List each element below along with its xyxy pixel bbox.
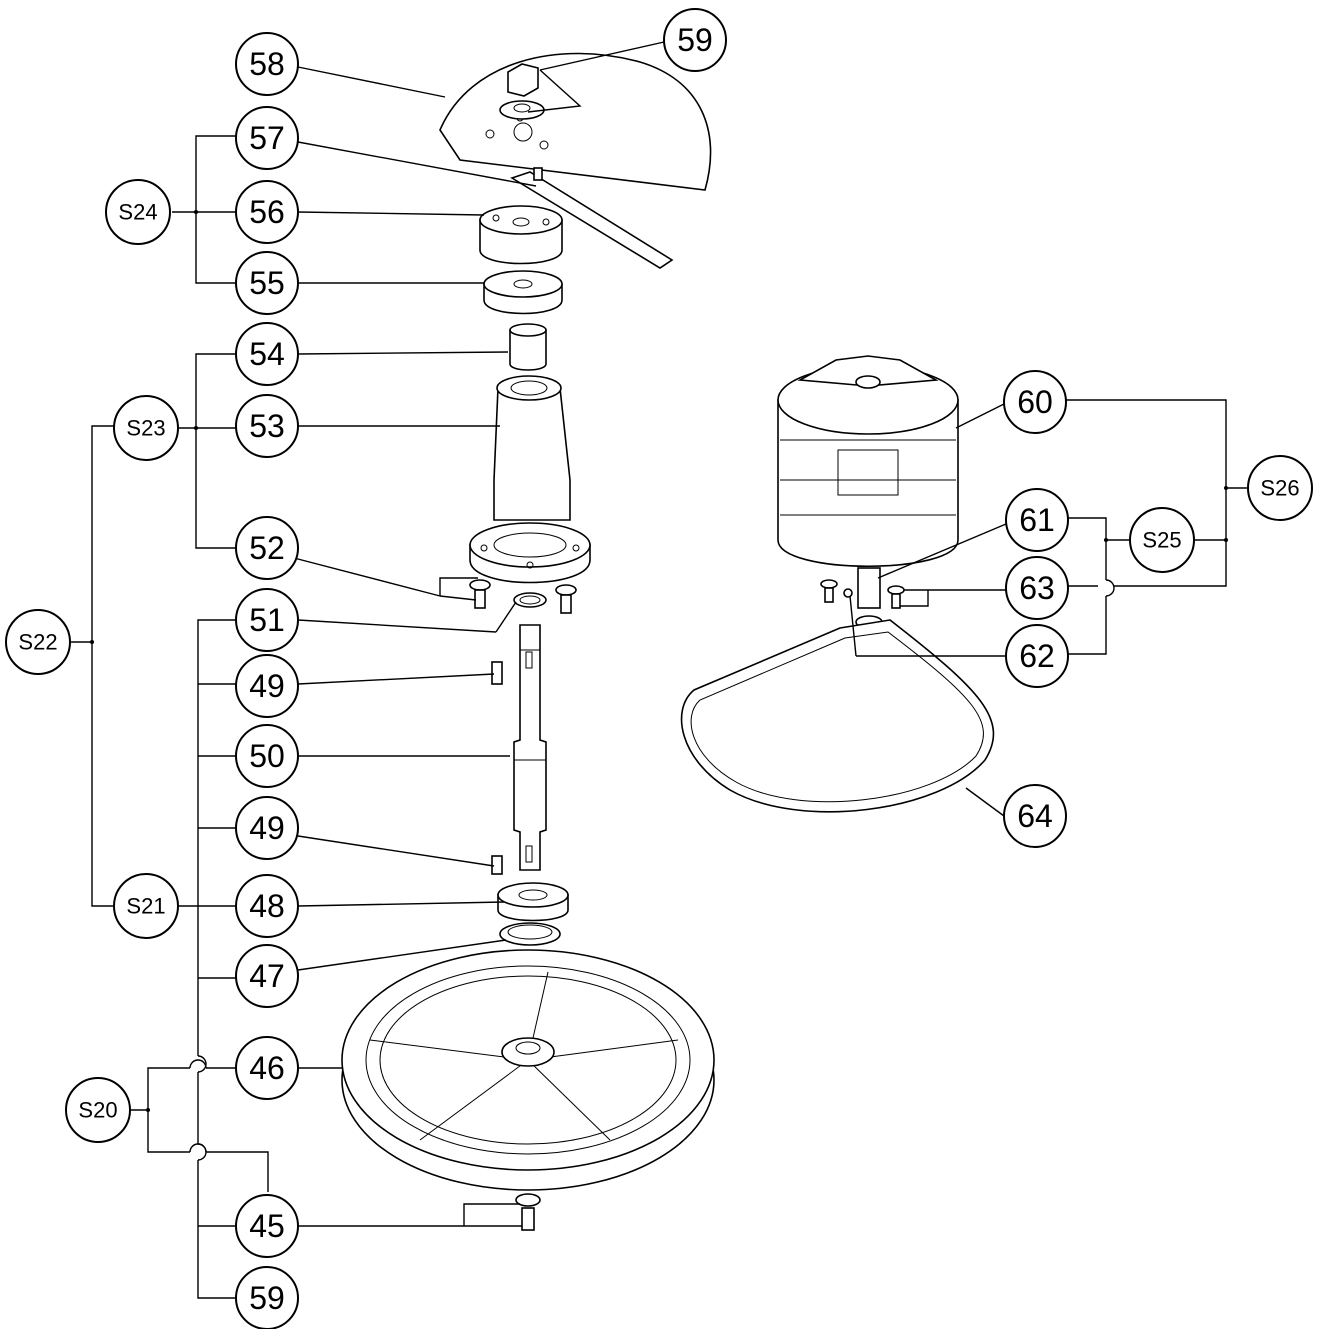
- callout-58: 58: [235, 32, 299, 96]
- callout-57: 57: [235, 106, 299, 170]
- subassembly-s20: S20: [65, 1077, 131, 1143]
- subassembly-s25: S25: [1129, 507, 1195, 573]
- callout-51-label: 51: [249, 602, 285, 638]
- subassembly-s22: S22: [5, 609, 71, 675]
- part-60-motor: [777, 355, 959, 568]
- callout-63-label: 63: [1019, 570, 1055, 606]
- callout-48-label: 48: [249, 888, 285, 924]
- part-callouts: 58 59 57 56 55 54 53 52 51 49 50 49 48 4…: [235, 8, 1069, 1329]
- subassembly-s25-label: S25: [1142, 528, 1181, 553]
- subassembly-s21: S21: [113, 873, 179, 939]
- callout-60-label: 60: [1017, 384, 1053, 420]
- subassembly-s23: S23: [113, 395, 179, 461]
- callout-59-bottom: 59: [235, 1266, 299, 1329]
- callout-48: 48: [235, 874, 299, 938]
- part-53-housing: [469, 375, 591, 584]
- callout-62-label: 62: [1019, 638, 1055, 674]
- callout-45-label: 45: [249, 1208, 285, 1244]
- callout-54: 54: [235, 322, 299, 386]
- callout-57-label: 57: [249, 120, 285, 156]
- subassembly-s21-label: S21: [126, 894, 165, 919]
- part-51-ring: [513, 592, 547, 608]
- callout-59-top-label: 59: [677, 22, 713, 58]
- callout-49-lower: 49: [235, 796, 299, 860]
- part-54-bushing: [509, 323, 547, 371]
- subassembly-s24: S24: [105, 179, 171, 245]
- subassembly-s26-label: S26: [1260, 476, 1299, 501]
- junction-dots: [90, 210, 1228, 1112]
- part-56-hub: [479, 205, 563, 265]
- callout-50: 50: [235, 724, 299, 788]
- part-52-bolts: [469, 579, 577, 614]
- callout-49-upper: 49: [235, 654, 299, 718]
- callout-52-label: 52: [249, 530, 285, 566]
- part-50-shaft: [513, 624, 547, 871]
- subassembly-s24-label: S24: [118, 200, 157, 225]
- callout-53-label: 53: [249, 408, 285, 444]
- part-47-retaining-ring: [499, 922, 561, 946]
- callout-60: 60: [1003, 370, 1067, 434]
- callout-46-label: 46: [249, 1050, 285, 1086]
- part-46-pulley: [341, 949, 715, 1191]
- part-55-lower-hub: [483, 270, 563, 315]
- subassembly-s20-label: S20: [78, 1098, 117, 1123]
- callout-46: 46: [235, 1036, 299, 1100]
- callout-51: 51: [235, 588, 299, 652]
- callout-59-top: 59: [663, 8, 727, 72]
- callout-52: 52: [235, 516, 299, 580]
- part-64-belt: [680, 619, 995, 813]
- callout-49-upper-label: 49: [249, 668, 285, 704]
- part-45-bolt-washer: [515, 1193, 541, 1231]
- callout-56: 56: [235, 180, 299, 244]
- callout-54-label: 54: [249, 336, 285, 372]
- part-49-keys: [491, 661, 503, 875]
- callout-47: 47: [235, 944, 299, 1008]
- subassembly-s26: S26: [1247, 455, 1313, 521]
- callout-58-label: 58: [249, 46, 285, 82]
- callout-61-label: 61: [1019, 502, 1055, 538]
- part-58-cover-plate: [439, 52, 712, 191]
- callout-62: 62: [1005, 624, 1069, 688]
- callout-55-label: 55: [249, 265, 285, 301]
- callout-47-label: 47: [249, 958, 285, 994]
- callout-56-label: 56: [249, 194, 285, 230]
- callout-50-label: 50: [249, 738, 285, 774]
- leader-lines: [64, 41, 1248, 1299]
- subassembly-callouts: S24 S23 S22 S21 S20 S25 S26: [5, 179, 1313, 1143]
- callout-64: 64: [1003, 784, 1067, 848]
- subassembly-s23-label: S23: [126, 416, 165, 441]
- callout-64-label: 64: [1017, 798, 1053, 834]
- callout-45: 45: [235, 1194, 299, 1258]
- callout-53: 53: [235, 394, 299, 458]
- callout-49-lower-label: 49: [249, 810, 285, 846]
- subassembly-s22-label: S22: [18, 630, 57, 655]
- callout-59-bottom-label: 59: [249, 1280, 285, 1316]
- part-57-blade: [510, 167, 674, 269]
- callout-61: 61: [1005, 488, 1069, 552]
- callout-63: 63: [1005, 556, 1069, 620]
- part-48-bearing: [497, 882, 569, 922]
- callout-55: 55: [235, 251, 299, 315]
